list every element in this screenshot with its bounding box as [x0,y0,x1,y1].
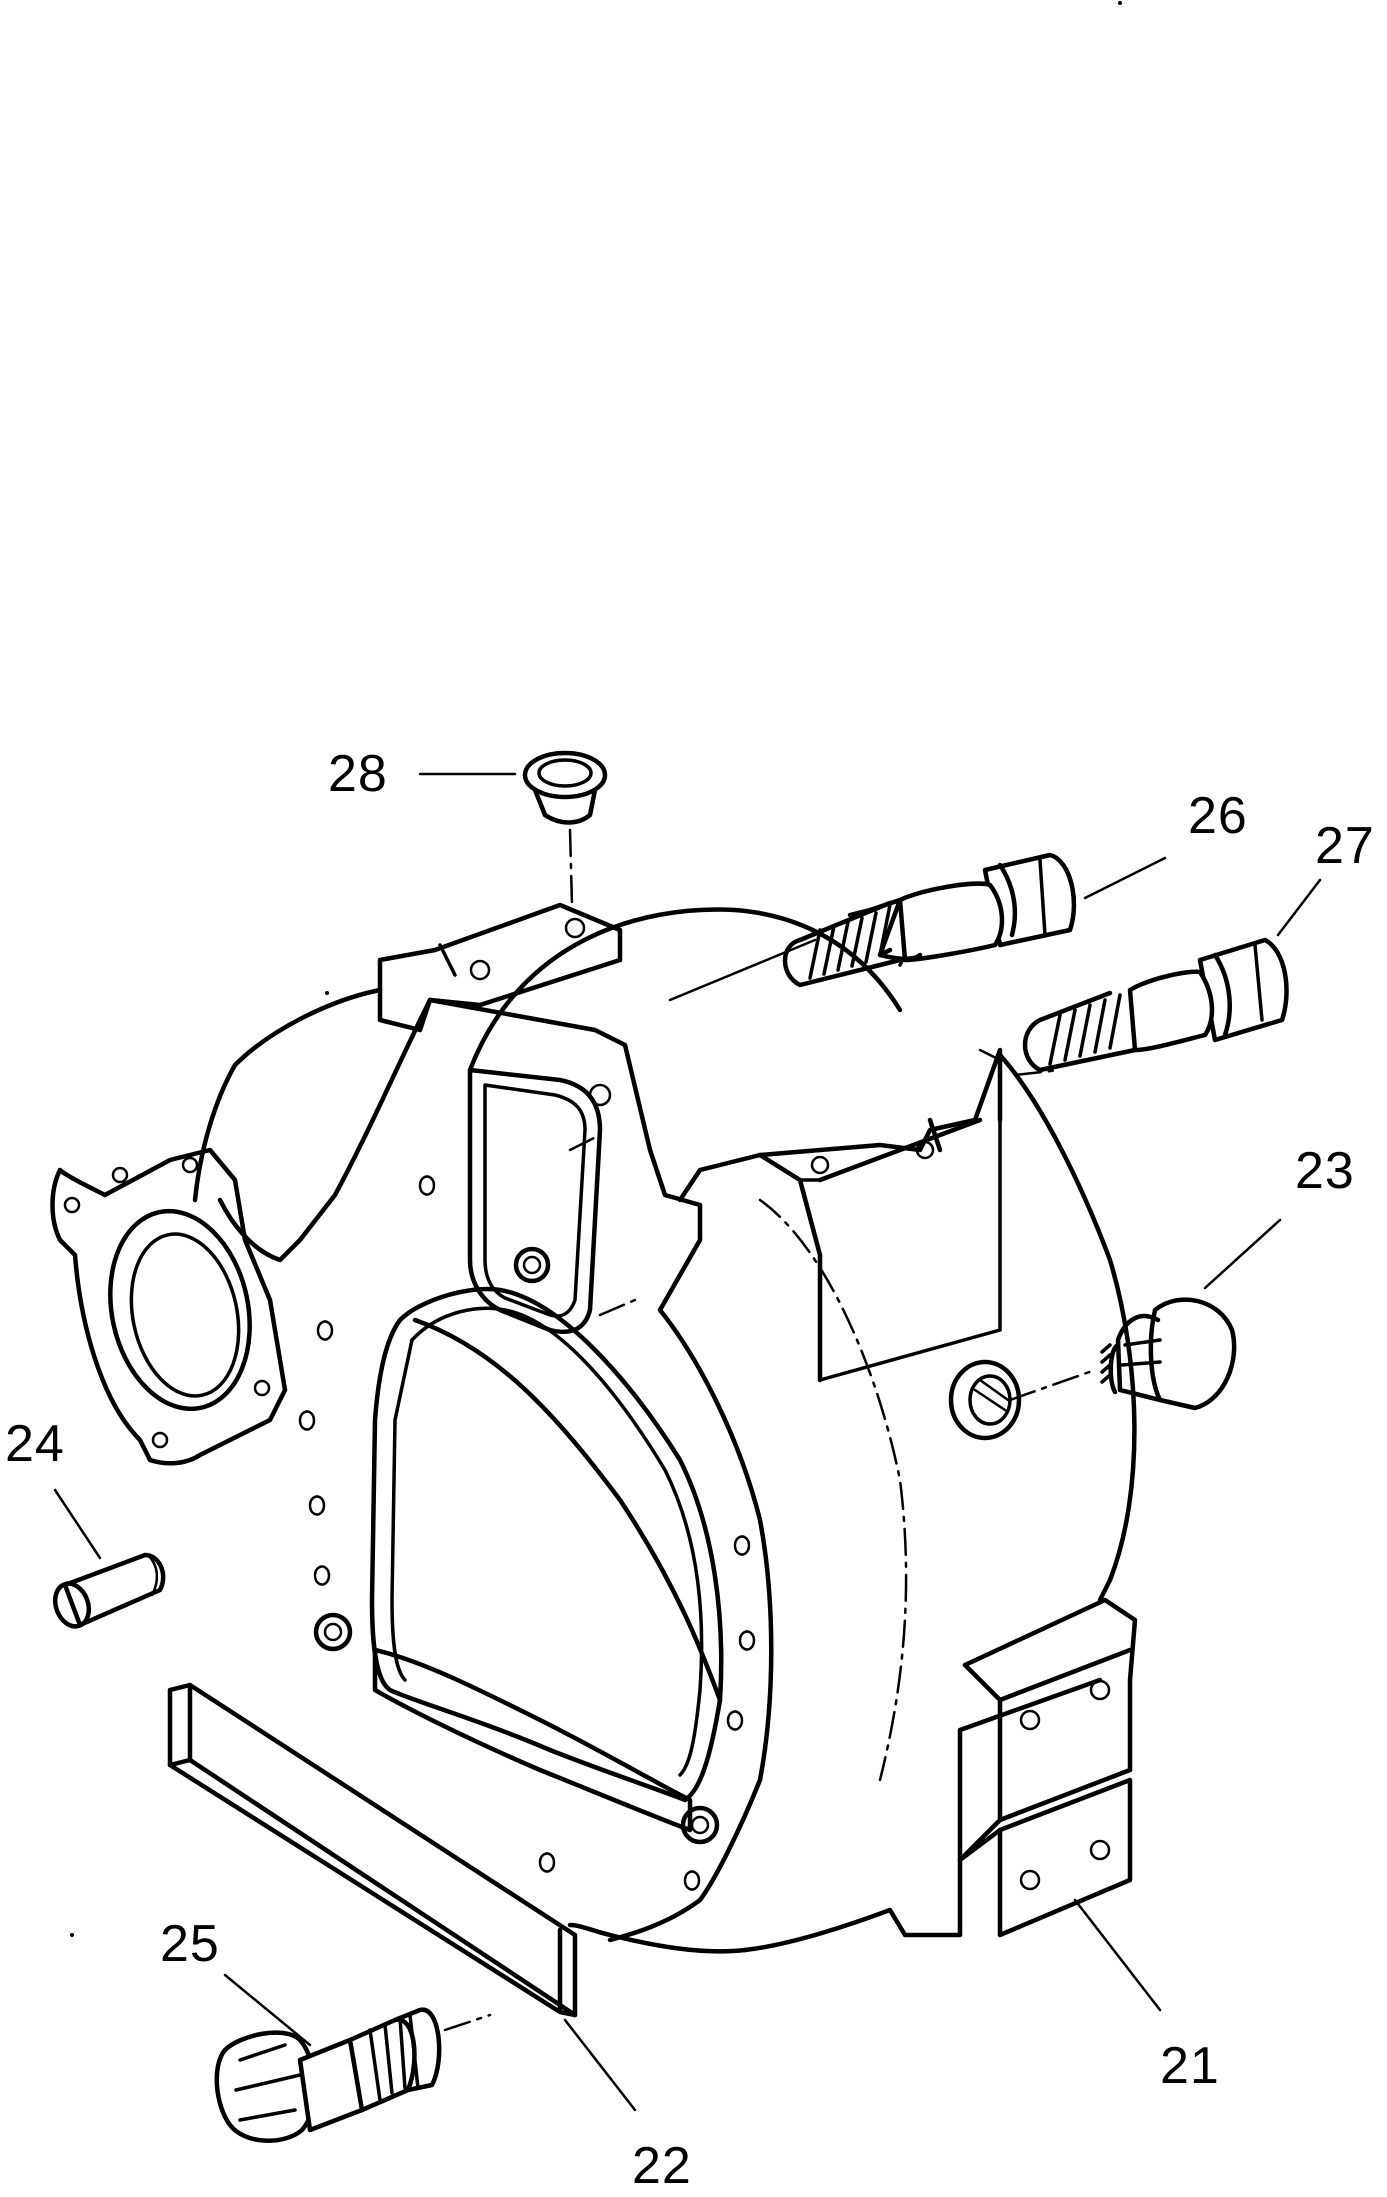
flywheel-housing [50,902,1138,1954]
callout-23: 23 [1295,1142,1355,1200]
callout-24: 24 [5,1415,65,1473]
bolt-part [668,852,1167,1002]
callout-28: 28 [328,745,388,803]
callout-21: 21 [1160,2037,1220,2095]
scan-speck [325,991,329,995]
callout-25: 25 [160,1915,220,1973]
callout-27: 27 [1315,817,1375,875]
bolt-part [978,878,1322,1077]
scan-speck [1118,1,1122,5]
callout-22: 22 [632,2137,692,2195]
plate-part [167,1682,637,2112]
drain-plug-part [1008,1218,1282,1411]
scan-speck [70,1933,74,1937]
plug-part [418,750,608,907]
callout-26: 26 [1188,787,1248,845]
housing-leader [1073,1898,1162,2012]
bolt-part [214,1973,492,2143]
dowel-pin-part [52,1488,166,1629]
